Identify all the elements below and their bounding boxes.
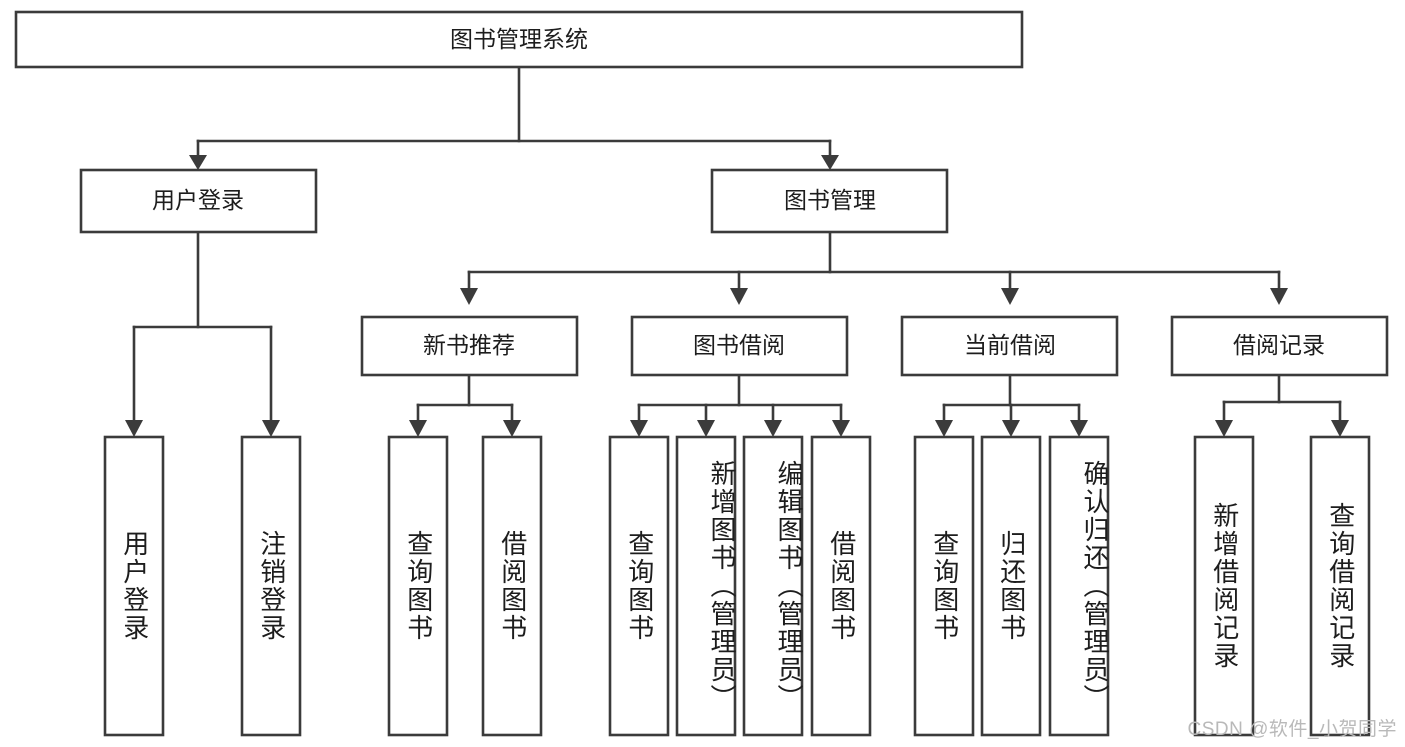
arrow-to-leaf-add-record bbox=[1215, 420, 1233, 437]
node-new-book-rec-label: 新书推荐 bbox=[423, 332, 515, 358]
leaf-box-edit-book[interactable] bbox=[742, 435, 804, 737]
node-new-book-rec-box[interactable] bbox=[360, 315, 579, 377]
arrow-to-leaf-user-login bbox=[125, 420, 143, 437]
leaf-box-query-book-2[interactable] bbox=[608, 435, 670, 737]
node-user-login-label: 用户登录 bbox=[152, 187, 244, 213]
node-borrow-record-box[interactable] bbox=[1170, 315, 1389, 377]
node-book-borrow-box[interactable] bbox=[630, 315, 849, 377]
leaf-box-add-book[interactable] bbox=[675, 435, 737, 737]
arrow-to-leaf-query-book-1 bbox=[409, 420, 427, 437]
node-user-login-box[interactable] bbox=[79, 168, 318, 234]
node-root-label: 图书管理系统 bbox=[450, 26, 588, 52]
arrow-to-leaf-add-book bbox=[697, 420, 715, 437]
leaf-box-borrow-book-1[interactable] bbox=[481, 435, 543, 737]
leaf-box-logout[interactable] bbox=[240, 435, 302, 737]
arrow-to-leaf-query-book-3 bbox=[935, 420, 953, 437]
leaf-box-confirm-return[interactable] bbox=[1048, 435, 1110, 737]
node-book-mgmt-box[interactable] bbox=[710, 168, 949, 234]
arrow-to-book-borrow bbox=[730, 288, 748, 305]
arrow-to-leaf-borrow-book-1 bbox=[503, 420, 521, 437]
leaf-box-query-book-3[interactable] bbox=[913, 435, 975, 737]
arrow-to-leaf-edit-book bbox=[764, 420, 782, 437]
arrow-to-new-book-rec bbox=[460, 288, 478, 305]
arrow-to-leaf-borrow-book-2 bbox=[832, 420, 850, 437]
node-borrow-record-label: 借阅记录 bbox=[1233, 332, 1325, 358]
leaf-box-query-book-1[interactable] bbox=[387, 435, 449, 737]
arrow-to-leaf-logout bbox=[262, 420, 280, 437]
edges-layer bbox=[125, 65, 1349, 437]
watermark-text: CSDN @软件_小贺同学 bbox=[1187, 719, 1397, 740]
arrow-to-leaf-return-book bbox=[1002, 420, 1020, 437]
leaf-box-borrow-book-2[interactable] bbox=[810, 435, 872, 737]
node-root-box[interactable] bbox=[14, 10, 1024, 69]
node-current-borrow-box[interactable] bbox=[900, 315, 1119, 377]
leaf-box-user-login[interactable] bbox=[103, 435, 165, 737]
arrow-to-borrow-record bbox=[1270, 288, 1288, 305]
arrow-to-leaf-query-record bbox=[1331, 420, 1349, 437]
arrow-to-current-borrow bbox=[1001, 288, 1019, 305]
leaf-box-add-record[interactable] bbox=[1193, 435, 1255, 737]
leaf-box-query-record[interactable] bbox=[1309, 435, 1371, 737]
node-book-mgmt-label: 图书管理 bbox=[784, 187, 876, 213]
node-book-borrow-label: 图书借阅 bbox=[693, 332, 785, 358]
node-current-borrow-label: 当前借阅 bbox=[964, 332, 1056, 358]
arrow-to-book-mgmt bbox=[821, 155, 839, 170]
arrow-to-leaf-confirm-return bbox=[1070, 420, 1088, 437]
arrow-to-leaf-query-book-2 bbox=[630, 420, 648, 437]
arrow-to-user-login bbox=[189, 155, 207, 170]
nodes-layer: 图书管理系统 用户登录 图书管理 新书推荐 图书借阅 当前借阅 借阅记录 bbox=[14, 10, 1389, 737]
leaf-box-return-book[interactable] bbox=[980, 435, 1042, 737]
